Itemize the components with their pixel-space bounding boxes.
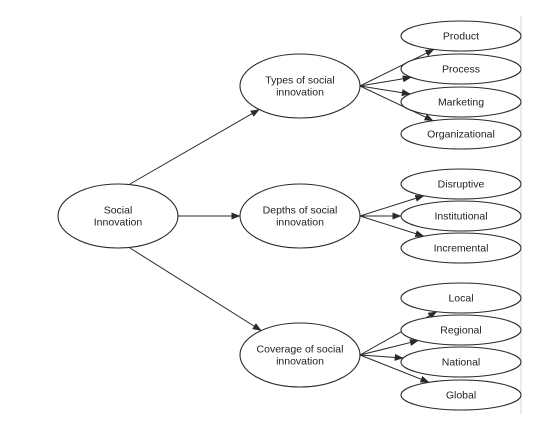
leaf-node-label: Organizational (427, 129, 495, 141)
leaf-node-label: Marketing (438, 97, 484, 109)
arrow-root-to-coverage (129, 247, 262, 332)
leaf-node-ellipse (400, 86, 522, 118)
leaf-node-ellipse (400, 20, 522, 52)
root-node-label: Social (104, 205, 133, 217)
arrow-root-to-types-group (129, 109, 260, 185)
leaf-node-ellipse (400, 53, 522, 85)
leaf-node-ellipse (400, 346, 522, 378)
root-node-label: Innovation (94, 217, 143, 229)
leaf-node-label: Global (446, 390, 476, 402)
node-process: Process (400, 53, 522, 85)
leaf-node-ellipse (400, 379, 522, 411)
leaf-node-ellipse (400, 168, 522, 200)
arrow-types-to-product-group (359, 48, 435, 87)
leaf-node-label: Institutional (434, 211, 487, 223)
category-node-ellipse (239, 322, 361, 388)
node-regional: Regional (400, 314, 522, 346)
category-node-label: Depths of social (263, 205, 338, 217)
arrow-root-to-types (129, 109, 260, 185)
arrow-coverage-to-global (359, 354, 430, 383)
leaf-node-ellipse (400, 282, 522, 314)
node-national: National (400, 346, 522, 378)
node-institutional: Institutional (400, 200, 522, 232)
leaf-node-label: Regional (440, 325, 481, 337)
category-node-label: Types of social (265, 75, 334, 87)
arrow-coverage-to-regional (359, 339, 419, 356)
root-node-ellipse (57, 183, 179, 249)
arrow-types-to-organizational (359, 85, 434, 122)
node-local: Local (400, 282, 522, 314)
node-incremental: Incremental (400, 232, 522, 264)
node-global: Global (400, 379, 522, 411)
node-organizational: Organizational (400, 118, 522, 150)
arrow-types-to-process (359, 75, 412, 87)
arrow-depths-to-incremental (359, 215, 425, 237)
arrow-depths-to-incremental-group (359, 215, 425, 237)
leaf-node-label: Product (443, 31, 479, 43)
node-product: Product (400, 20, 522, 52)
leaf-node-label: Local (448, 293, 473, 305)
category-node-ellipse (239, 183, 361, 249)
category-node-label: innovation (276, 356, 324, 368)
node-disruptive: Disruptive (400, 168, 522, 200)
arrow-coverage-to-regional-group (359, 339, 419, 356)
leaf-node-ellipse (400, 232, 522, 264)
leaf-node-ellipse (400, 118, 522, 150)
leaf-node-label: Disruptive (438, 179, 485, 191)
arrow-depths-to-disruptive-group (359, 195, 425, 217)
node-marketing: Marketing (400, 86, 522, 118)
arrow-types-to-marketing (359, 85, 411, 97)
arrow-types-to-marketing-group (359, 85, 411, 97)
category-node-ellipse (239, 53, 361, 119)
arrow-root-to-coverage-group (129, 247, 262, 332)
arrow-coverage-to-national-group (359, 353, 404, 361)
arrow-depths-to-disruptive (359, 195, 425, 217)
leaf-node-label: Process (442, 64, 480, 76)
category-node-label: innovation (276, 217, 324, 229)
arrow-types-to-product (359, 48, 435, 87)
arrow-types-to-process-group (359, 75, 412, 87)
leaf-node-ellipse (400, 200, 522, 232)
arrow-types-to-organizational-group (359, 85, 434, 122)
arrow-coverage-to-global-group (359, 354, 430, 383)
category-node-label: innovation (276, 87, 324, 99)
leaf-node-label: National (442, 357, 481, 369)
leaf-node-ellipse (400, 314, 522, 346)
leaf-node-label: Incremental (434, 243, 489, 255)
edges (129, 48, 438, 383)
category-node-label: Coverage of social (257, 344, 344, 356)
arrow-coverage-to-national (359, 353, 404, 361)
